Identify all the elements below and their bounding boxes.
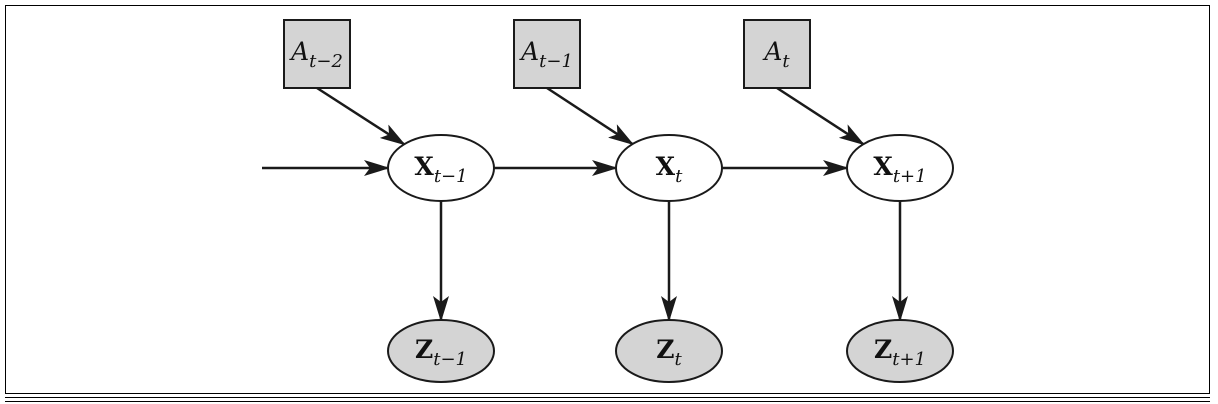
observation-subscript: t — [675, 349, 683, 370]
observation-subscript: t−1 — [433, 349, 467, 370]
edges-layer — [262, 86, 908, 322]
action-subscript: t−2 — [309, 51, 343, 72]
observation-subscript: t+1 — [892, 349, 926, 370]
observation-node-1: Zt — [615, 319, 723, 383]
observation-ellipse — [846, 319, 954, 383]
state-subscript: t+1 — [893, 166, 927, 187]
observation-symbol: Z — [415, 335, 433, 364]
action-node-1: At−1 — [513, 19, 581, 89]
state-label: Xt+1 — [873, 152, 926, 187]
bottom-rule-lower — [5, 401, 1210, 402]
figure-frame — [5, 5, 1210, 394]
action-label: At — [762, 37, 790, 72]
action-box — [513, 19, 581, 89]
observation-ellipse — [387, 319, 495, 383]
state-label: Xt — [656, 152, 683, 187]
state-ellipse — [615, 134, 723, 202]
state-node-2: Xt+1 — [846, 134, 954, 202]
action-node-0: At−2 — [283, 19, 351, 89]
state-subscript: t−1 — [434, 166, 468, 187]
observation-symbol: Z — [656, 335, 674, 364]
state-symbol: X — [656, 152, 676, 181]
state-node-1: Xt — [615, 134, 723, 202]
action-symbol: A — [289, 37, 309, 66]
action-box — [283, 19, 351, 89]
state-subscript: t — [675, 166, 683, 187]
action-symbol: A — [762, 37, 782, 66]
observation-label: Zt — [656, 335, 682, 370]
action-subscript: t−1 — [539, 51, 573, 72]
action-label: At−1 — [519, 37, 573, 72]
action-box — [743, 19, 811, 89]
state-ellipse — [846, 134, 954, 202]
observation-label: Zt+1 — [874, 335, 926, 370]
state-label: Xt−1 — [414, 152, 467, 187]
action-subscript: t — [782, 51, 790, 72]
observation-label: Zt−1 — [415, 335, 467, 370]
observation-node-0: Zt−1 — [387, 319, 495, 383]
observation-ellipse — [615, 319, 723, 383]
state-ellipse — [387, 134, 495, 202]
observation-symbol: Z — [874, 335, 892, 364]
bottom-rule-upper — [5, 397, 1210, 398]
action-label: At−2 — [289, 37, 343, 72]
state-symbol: X — [873, 152, 893, 181]
observation-node-2: Zt+1 — [846, 319, 954, 383]
edge-action-2-to-state-2 — [776, 86, 866, 146]
state-symbol: X — [414, 152, 434, 181]
edge-action-0-to-state-0 — [316, 86, 406, 146]
edge-action-1-to-state-1 — [546, 86, 635, 146]
action-node-2: At — [743, 19, 811, 89]
state-node-0: Xt−1 — [387, 134, 495, 202]
action-symbol: A — [519, 37, 539, 66]
